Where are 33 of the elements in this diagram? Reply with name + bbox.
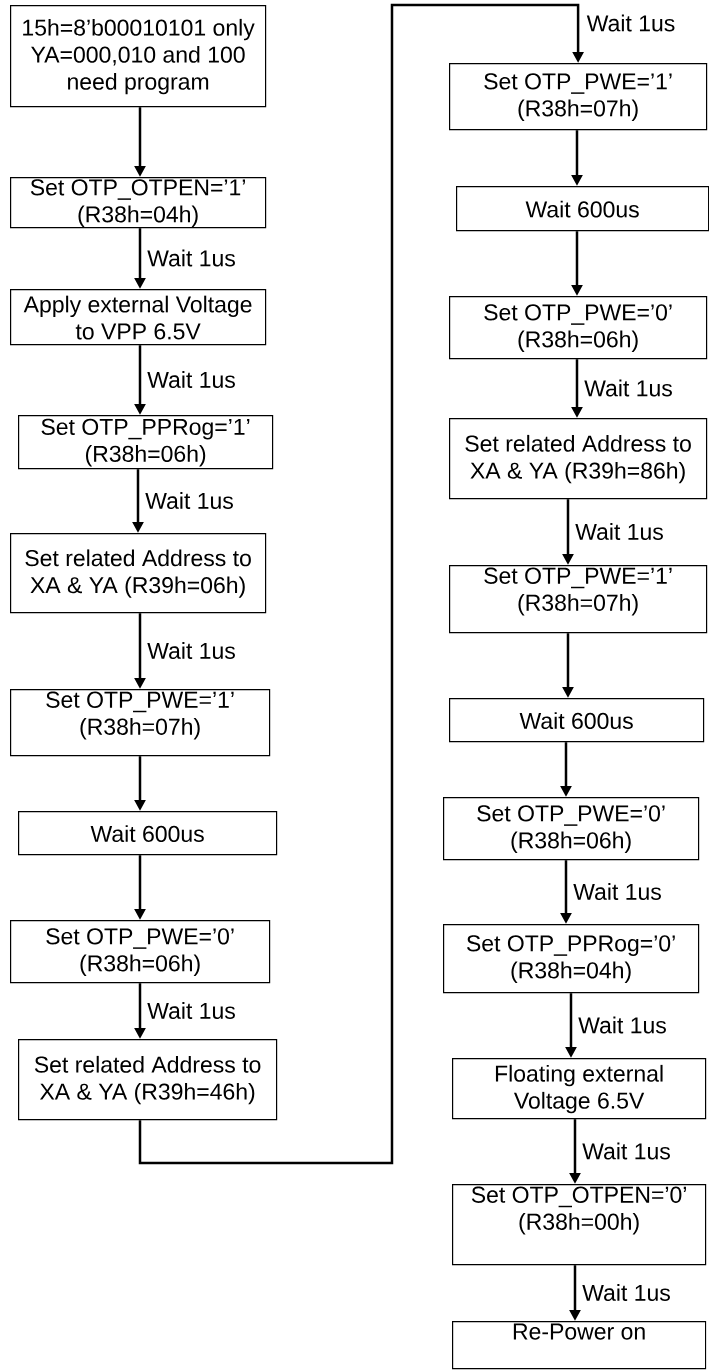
edge-label: Wait 1us bbox=[146, 248, 237, 268]
edge-label: Wait 1us bbox=[574, 522, 665, 541]
edge-label: Wait 1us bbox=[146, 370, 237, 389]
process-box: Set OTP_PPRog=’0’ (R38h=04h) bbox=[443, 924, 700, 994]
process-box: Re-Power on bbox=[452, 1321, 707, 1370]
process-box: Set OTP_PWE=’1’ (R38h=07h) bbox=[10, 689, 271, 757]
process-box: Wait 600us bbox=[456, 186, 709, 232]
arrow bbox=[138, 3, 584, 1165]
process-box: Set related Address to XA & YA (R39h=06h) bbox=[10, 533, 267, 614]
process-box: Set OTP_OTPEN=’0’ (R38h=00h) bbox=[452, 1184, 707, 1266]
edge-label: Wait 1us bbox=[144, 491, 235, 510]
process-box: Set OTP_PWE=’0’ (R38h=06h) bbox=[10, 920, 271, 984]
process-box: Set OTP_PWE=’0’ (R38h=06h) bbox=[443, 797, 700, 861]
edge-label: Wait 1us bbox=[146, 1001, 237, 1020]
process-box: Set related Address to XA & YA (R39h=46h) bbox=[18, 1039, 278, 1121]
process-box: Apply external Voltage to VPP 6.5V bbox=[10, 289, 267, 346]
process-box: Wait 600us bbox=[18, 811, 278, 856]
process-box: Set OTP_OTPEN=’1’ (R38h=04h) bbox=[10, 177, 267, 229]
edge-label: Wait 1us bbox=[577, 1015, 668, 1035]
edge-label: Wait 1us bbox=[581, 1141, 672, 1161]
edge-label: Wait 1us bbox=[585, 13, 677, 33]
process-box: Wait 600us bbox=[449, 698, 705, 743]
edge-label: Wait 1us bbox=[572, 882, 663, 901]
process-box: Set OTP_PWE=’1’ (R38h=07h) bbox=[449, 565, 708, 634]
edge-label: Wait 1us bbox=[146, 641, 237, 660]
process-box: Floating external Voltage 6.5V bbox=[452, 1058, 707, 1120]
process-box: Set OTP_PWE=’0’ (R38h=06h) bbox=[449, 296, 708, 360]
edge-label: Wait 1us bbox=[581, 1283, 672, 1302]
process-box: 15h=8’b00010101 only YA=000,010 and 100 need program bbox=[10, 5, 267, 108]
process-box: Set OTP_PWE=’1’ (R38h=07h) bbox=[449, 63, 708, 131]
process-box: Set OTP_PPRog=’1’ (R38h=06h) bbox=[18, 415, 274, 470]
process-box: Set related Address to XA & YA (R39h=86h) bbox=[449, 418, 708, 500]
edge-label: Wait 1us bbox=[583, 378, 674, 398]
